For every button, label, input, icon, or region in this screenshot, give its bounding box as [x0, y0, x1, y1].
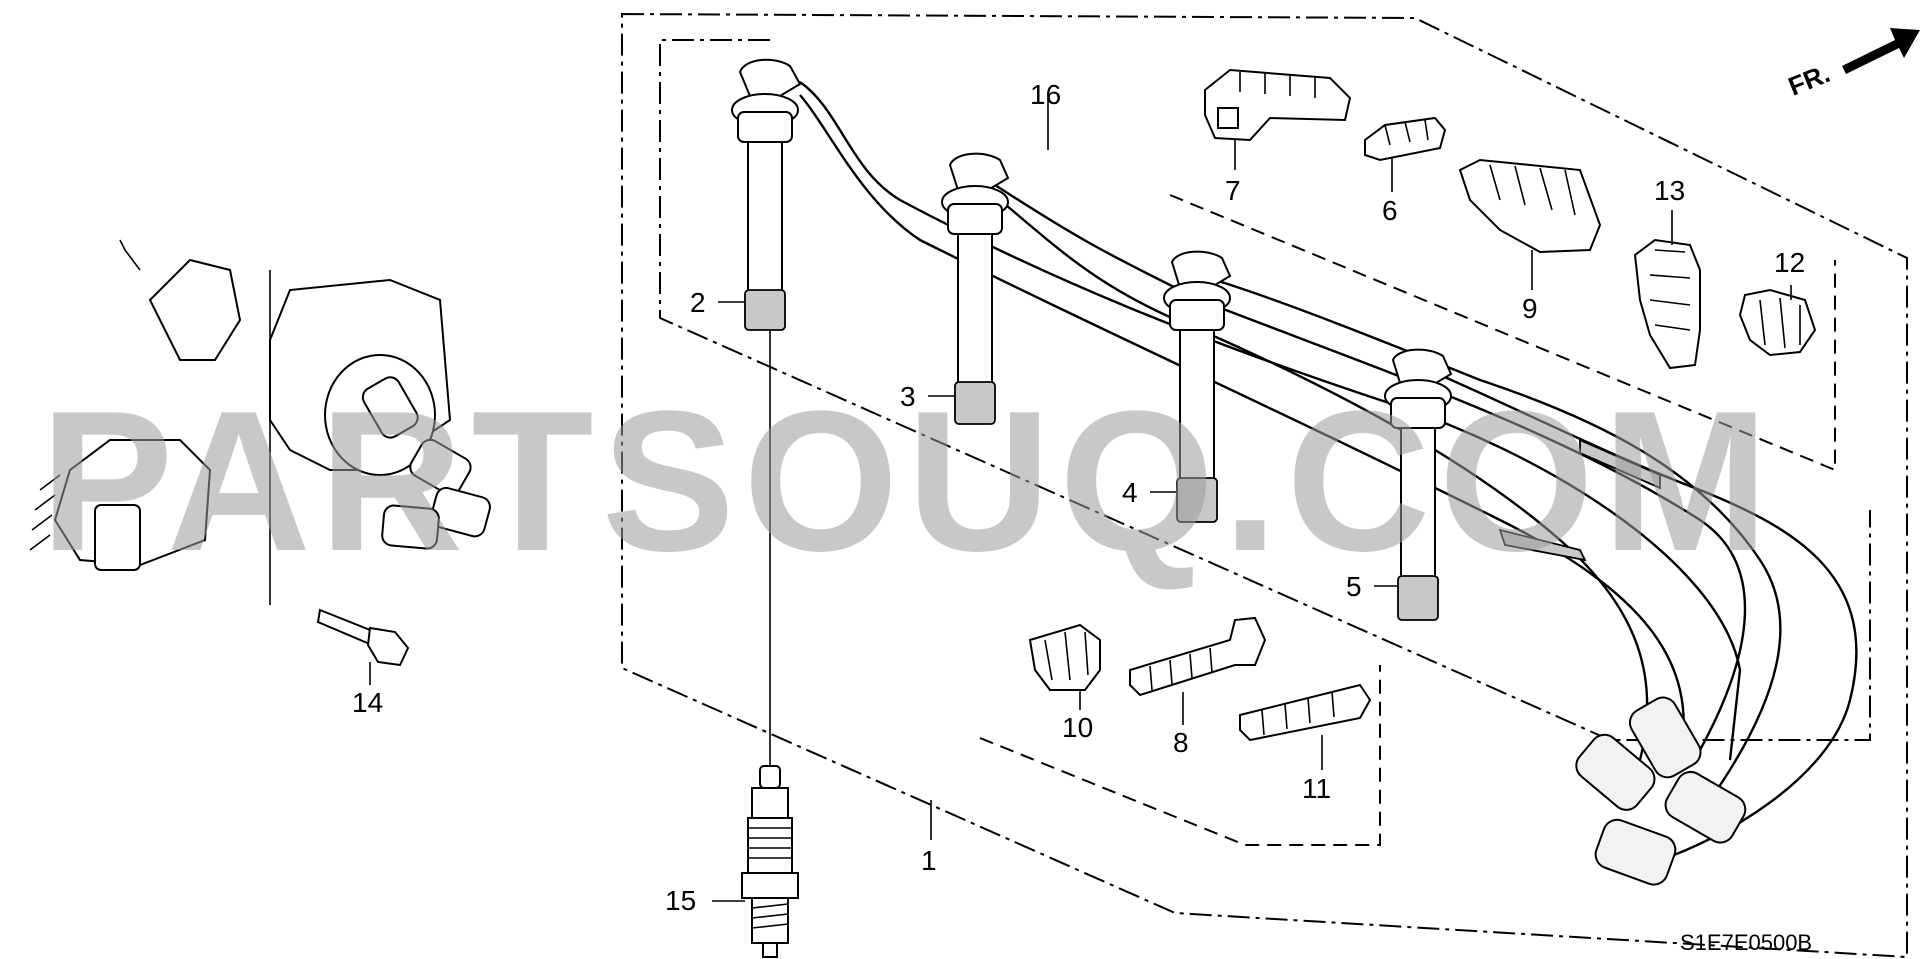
callout-10: 10: [1062, 712, 1093, 743]
wire-clamp-9: [1458, 158, 1602, 254]
direction-label: FR.: [1784, 58, 1834, 102]
callout-12: 12: [1774, 247, 1805, 278]
plug-boot-2: [731, 58, 802, 331]
clamp-group-outline-upper: [1169, 194, 1836, 472]
distributor-end-boots: [1575, 696, 1747, 886]
callout-2: 2: [690, 287, 706, 318]
wire-clamp-6: [1364, 116, 1447, 162]
callout-6: 6: [1382, 195, 1398, 226]
callout-9: 9: [1522, 293, 1538, 324]
front-arrow-icon: [1842, 28, 1920, 74]
wire-clamp-8: [1129, 616, 1267, 697]
callout-16: 16: [1030, 79, 1061, 110]
leader-lines: [369, 98, 1792, 902]
callout-4: 4: [1122, 477, 1138, 508]
spark-plug-icon: [741, 330, 799, 958]
callout-11: 11: [1302, 773, 1331, 804]
callout-3: 3: [900, 381, 916, 412]
wire-clamp-13: [1633, 238, 1701, 370]
callout-1: 1: [921, 845, 937, 876]
plug-boot-3: [941, 152, 1010, 425]
wire-clamp-10: [1028, 623, 1101, 691]
bolt-icon: [316, 608, 410, 667]
callout-7: 7: [1225, 175, 1241, 206]
callout-13: 13: [1654, 175, 1685, 206]
plug-boot-4: [1163, 250, 1232, 523]
wire-clamp-7: [1204, 68, 1352, 142]
diagram-code: S1E7E0500B: [1680, 930, 1812, 955]
callout-8: 8: [1173, 727, 1189, 758]
wire-clamp-11: [1239, 683, 1372, 742]
clamp-group-outline-lower: [979, 665, 1381, 846]
ignition-wire-icon: [799, 81, 1858, 862]
callout-14: 14: [352, 687, 383, 718]
set-outline-16: [659, 39, 1871, 741]
distributor-icon: [29, 239, 491, 605]
callout-15: 15: [665, 885, 696, 916]
plug-boot-5: [1384, 348, 1453, 621]
wire-clamp-12: [1738, 288, 1817, 357]
watermark: PARTSOUQ.COM: [40, 370, 1777, 593]
callout-5: 5: [1346, 571, 1362, 602]
